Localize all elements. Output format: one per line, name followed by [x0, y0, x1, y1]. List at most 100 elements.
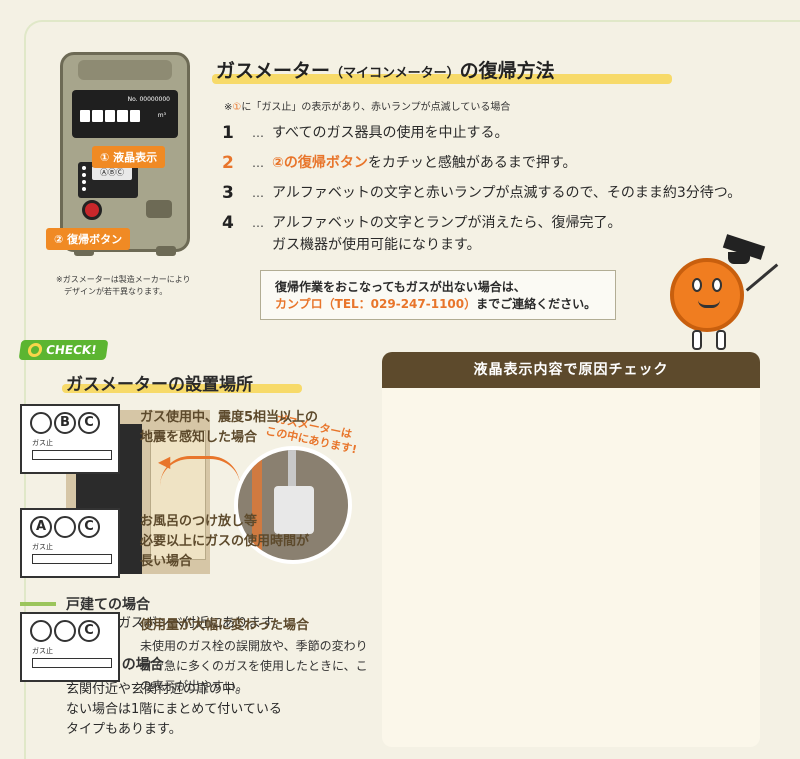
step-dots: …: [252, 156, 264, 170]
step-number: 2: [222, 153, 234, 173]
lcd-char: [54, 620, 76, 642]
step-text: アルファベットの文字とランプが消えたら、復帰完了。 ガス機器が使用可能になります…: [272, 212, 782, 256]
title-main: ガスメーター: [216, 60, 331, 82]
lcd-char: A: [30, 516, 52, 538]
note-prefix: ※: [224, 102, 233, 113]
title-sub: （マイコンメーター）: [330, 66, 460, 81]
step-dots: …: [252, 216, 264, 230]
title-end: の復帰方法: [459, 60, 555, 82]
check-desc: 使用量が大幅に変わった場合 未使用のガス栓の誤開放や、季節の変わり目で急に多くの…: [140, 616, 370, 696]
page-border: [24, 20, 800, 759]
step-emphasis: ②の復帰ボタン: [272, 155, 368, 171]
lcd-bar: [32, 658, 112, 668]
note-text: に「ガス止」の表示があり、赤いランプが点滅している場合: [241, 102, 511, 113]
step-dots: …: [252, 186, 264, 200]
note-number: ①: [232, 102, 242, 113]
contact-box: 復帰作業をおこなってもガスが出ない場合は、 カンプロ（TEL：029-247-1…: [260, 270, 616, 320]
contact-suffix: までご連絡ください。: [476, 297, 597, 311]
step-text: ②の復帰ボタンをカチッと感触があるまで押す。: [272, 152, 782, 174]
title-note: ※①に「ガス止」の表示があり、赤いランプが点滅している場合: [224, 98, 510, 113]
lcd-display-icon: A C ガス止: [20, 508, 120, 578]
lcd-char: C: [78, 412, 100, 434]
lcd-display-icon: B C ガス止: [20, 404, 120, 474]
mascot-mouth: [698, 300, 720, 308]
arrow-left-icon: ◀: [158, 452, 171, 471]
check-desc-line: お風呂のつけ放し等: [140, 514, 258, 529]
mascot-eye: [692, 278, 702, 292]
meter-panel: ⒶⒷⒸ: [78, 162, 138, 198]
contact-line: 復帰作業をおこなってもガスが出ない場合は、: [275, 280, 526, 294]
meter-closeup-photo: [234, 446, 352, 564]
mascot-leg: [692, 330, 702, 350]
pipe-image: [288, 450, 296, 490]
check-desc-line: 使用量が大幅に変わった場合: [140, 618, 310, 633]
tag-lcd-display: ① 液晶表示: [92, 146, 166, 168]
step-number: 4: [222, 213, 234, 233]
meter-box-image: [150, 430, 206, 560]
house-heading: 戸建ての場合: [20, 594, 380, 614]
lcd-chars: A C: [30, 516, 100, 538]
meter-lcd: ⒶⒷⒸ: [92, 166, 132, 180]
check-desc-line: ガス使用中、震度5相当以上の: [140, 410, 319, 425]
step-text-rest: をカチッと感触があるまで押す。: [367, 155, 577, 171]
meter-note-line: ※ガスメーターは製造メーカーにより: [56, 275, 191, 284]
meter-note-line: デザインが若干異なります。: [64, 287, 168, 296]
mascot-body: [670, 258, 744, 332]
meter-window: No. 00000000 m³: [72, 90, 178, 138]
step-item: 1 … すべてのガス器具の使用を中止する。: [222, 122, 782, 144]
step-item: 4 … アルファベットの文字とランプが消えたら、復帰完了。 ガス機器が使用可能に…: [222, 212, 782, 256]
check-desc-line: 長い場合: [140, 554, 193, 569]
hose-image: [252, 460, 262, 560]
apartment-body-line: 玄関付近や玄関付近の扉の中。: [66, 682, 249, 697]
lcd-char: [30, 620, 52, 642]
house-section: 戸建ての場合 住宅裏のガスボンベ付近にあります。: [20, 594, 380, 634]
check-badge-label: CHECK!: [45, 343, 98, 357]
lcd-chars: B C: [30, 412, 100, 434]
heading-bar: [20, 602, 56, 606]
lcd-chars: C: [30, 620, 100, 642]
magnifier-icon: [27, 343, 43, 357]
page-title: ガスメーター（マイコンメーター）の復帰方法: [216, 56, 555, 83]
lcd-bar: [32, 554, 112, 564]
section-highlight: [62, 384, 302, 393]
lcd-char: [54, 516, 76, 538]
step-text: アルファベットの文字と赤いランプが点滅するので、そのまま約3分待つ。: [272, 185, 742, 201]
tag-reset-button: ② 復帰ボタン: [46, 228, 131, 250]
step-item: 3 … アルファベットの文字と赤いランプが点滅するので、そのまま約3分待つ。: [222, 182, 782, 204]
reset-button-icon: [82, 200, 102, 220]
house-title: 戸建ての場合: [66, 597, 150, 613]
arrow-curve: [160, 456, 240, 486]
check-panel-header: 液晶表示内容で原因チェック: [382, 352, 760, 388]
lcd-char: B: [54, 412, 76, 434]
step-text-line: アルファベットの文字とランプが消えたら、復帰完了。: [272, 215, 622, 231]
step-number: 1: [222, 123, 234, 143]
step-text: すべてのガス器具の使用を中止する。: [272, 125, 509, 141]
meter-top: [78, 60, 172, 80]
meter-digits: [80, 110, 141, 122]
lcd-label: ガス止: [32, 647, 53, 655]
lcd-char: C: [78, 516, 100, 538]
graduation-hat-base: [728, 252, 750, 264]
location-title: ガスメーターの設置場所: [66, 375, 253, 395]
title-highlight: [212, 74, 672, 84]
meter-number: No. 00000000: [127, 96, 170, 103]
check-desc-body: 未使用のガス栓の誤開放や、季節の変わり目で急に多くのガスを使用したときに、この表…: [140, 639, 368, 693]
contact-phone: カンプロ（TEL：029-247-1100）: [275, 297, 477, 311]
meter-unit: m³: [157, 112, 166, 119]
lcd-label: ガス止: [32, 543, 53, 551]
apartment-body-line: ない場合は1階にまとめて付いている: [66, 702, 282, 717]
mascot-leg: [716, 330, 726, 350]
house-body: 住宅裏のガスボンベ付近にあります。: [66, 616, 286, 631]
check-desc-line: 必要以上にガスの使用時間が: [140, 534, 310, 549]
meter-image: [274, 486, 314, 534]
lcd-bar: [32, 450, 112, 460]
meter-knob: [146, 200, 172, 218]
mascot-illustration: [658, 234, 779, 360]
lcd-char: C: [78, 620, 100, 642]
meter-foot: [74, 246, 94, 256]
lcd-char: [30, 412, 52, 434]
check-panel: 液晶表示内容で原因チェック: [382, 352, 760, 747]
apartment-body: 玄関付近や玄関付近の扉の中。 ない場合は1階にまとめて付いている タイプもありま…: [66, 680, 380, 740]
check-desc: お風呂のつけ放し等 必要以上にガスの使用時間が 長い場合: [140, 512, 370, 572]
